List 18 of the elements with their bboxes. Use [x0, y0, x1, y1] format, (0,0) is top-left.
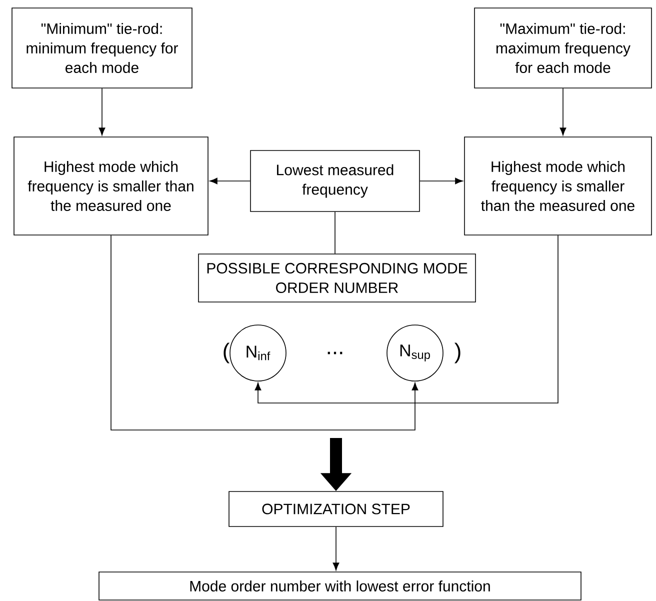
- arrow: [98, 88, 106, 136]
- process-box: "Minimum" tie-rod: minimum frequency for each mode: [12, 8, 192, 88]
- process-box: POSSIBLE CORRESPONDING MODE ORDER NUMBER: [198, 254, 476, 302]
- process-box: Lowest measured frequency: [250, 150, 420, 212]
- arrow: [420, 178, 463, 184]
- process-box: Highest mode which frequency is smaller than the measured one: [464, 136, 652, 236]
- arrow: [332, 526, 340, 570]
- arrow: [254, 235, 558, 404]
- arrow: [560, 88, 566, 136]
- symbol: ...: [328, 352, 342, 354]
- process-box: Mode order number with lowest error function: [98, 572, 582, 600]
- arrow: [110, 235, 418, 430]
- symbol: (: [224, 342, 230, 364]
- arrow: [210, 178, 250, 184]
- process-box: OPTIMIZATION STEP: [228, 491, 444, 527]
- symbol: ): [454, 342, 460, 364]
- process-box: "Maximum" tie-rod: maximum frequency for each mode: [474, 8, 652, 88]
- process-box: Highest mode which frequency is smaller than the measured one: [14, 136, 208, 236]
